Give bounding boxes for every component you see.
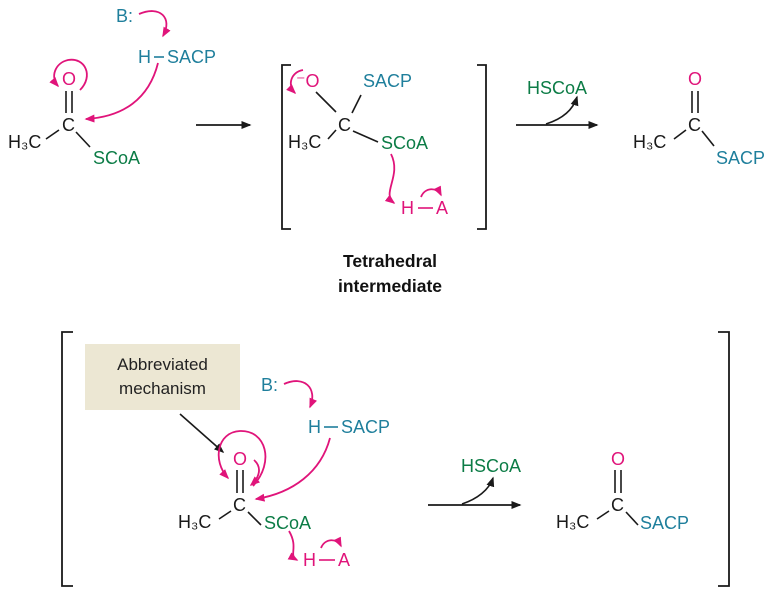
scoa-label-bottom: SCoA xyxy=(264,513,312,533)
h-label-top: H xyxy=(138,47,151,67)
carbonyl-c-bottom: C xyxy=(233,495,246,515)
bond-bot-methyl-c xyxy=(218,510,232,520)
c-label-int: C xyxy=(338,115,351,135)
bracket-left-abbreviated xyxy=(61,331,73,587)
o-minus-label: ⁻O xyxy=(296,71,320,91)
h-label-bottom: H xyxy=(308,417,321,437)
double-bond-prod-bot-co xyxy=(614,470,622,493)
caption-line-2: intermediate xyxy=(337,276,443,296)
curved-arrow-ha-to-a-bottom xyxy=(320,536,342,549)
bond-int-sacp-c xyxy=(351,94,362,114)
prod-bot-c: C xyxy=(611,495,624,515)
base-label-top: B: xyxy=(116,6,134,26)
prod-bot-methyl: H₃C xyxy=(556,512,590,532)
abbreviated-mechanism-note: Abbreviated mechanism xyxy=(85,344,240,410)
bond-int-o-c xyxy=(315,91,337,113)
bond-int-c-scoa xyxy=(352,130,379,143)
prod-bot-o: O xyxy=(611,449,626,469)
methyl-label-bottom: H₃C xyxy=(178,512,212,532)
scoa-label-top: SCoA xyxy=(93,148,141,168)
caption-line-1: Tetrahedral xyxy=(342,251,437,271)
note-line-2: mechanism xyxy=(119,379,206,398)
hscoa-byproduct-top: HSCoA xyxy=(527,78,588,98)
double-bond-bot-co xyxy=(236,470,244,493)
curved-arrow-carbonyl-outer-loop-bottom xyxy=(217,430,267,487)
curved-arrow-o-minus xyxy=(286,69,304,95)
methyl-label-int: H₃C xyxy=(288,132,322,152)
tetrahedral-intermediate-caption: Tetrahedral intermediate xyxy=(300,249,480,299)
bracket-left-intermediate xyxy=(281,64,291,230)
curved-arrow-hsacp-to-c-top xyxy=(84,62,159,123)
sacp-label-bottom: SACP xyxy=(341,417,391,437)
double-bond-prod-top-co xyxy=(691,91,699,113)
carbonyl-c-top: C xyxy=(62,115,75,135)
bond-top-methyl-c xyxy=(45,129,60,140)
ha-h-label-int: H xyxy=(401,198,414,218)
prod-top-o: O xyxy=(688,69,703,89)
ha-h-label-bottom: H xyxy=(303,550,316,570)
methyl-label-top: H₃C xyxy=(8,132,42,152)
bond-bot-c-scoa xyxy=(247,511,262,526)
base-label-bottom: B: xyxy=(261,375,279,395)
curved-arrow-hsacp-to-c-bottom xyxy=(254,437,331,502)
bond-prod-top-c-sacp xyxy=(701,130,715,147)
bond-prod-bot-c-sacp xyxy=(625,511,639,526)
carbonyl-o-bottom: O xyxy=(233,449,248,469)
curved-arrow-carbonyl-inner-loop-bottom xyxy=(249,459,261,486)
prod-top-c: C xyxy=(688,115,701,135)
bond-prod-top-methyl-c xyxy=(673,129,687,140)
carbonyl-o-top: O xyxy=(62,69,77,89)
curved-arrow-scoa-to-ha-bottom xyxy=(287,530,299,561)
note-pointer-arrow xyxy=(179,413,225,453)
leaving-arrow-hscoa-top xyxy=(545,95,579,125)
curved-arrow-base-to-h-top xyxy=(138,10,171,38)
bracket-right-intermediate xyxy=(477,64,487,230)
double-bond-top-co xyxy=(65,91,73,113)
bond-int-methyl-c xyxy=(327,129,337,140)
sacp-label-top: SACP xyxy=(167,47,217,67)
ha-a-label-int: A xyxy=(436,198,449,218)
bond-prod-bot-methyl-c xyxy=(596,510,610,520)
curved-arrow-base-to-h-bottom xyxy=(283,380,317,409)
bond-top-c-scoa xyxy=(75,131,91,148)
note-line-1: Abbreviated xyxy=(117,355,208,374)
curved-arrow-carbonyl-loop-top xyxy=(49,58,88,91)
prod-top-methyl: H₃C xyxy=(633,132,667,152)
prod-bot-sacp: SACP xyxy=(640,513,690,533)
leaving-arrow-hscoa-bottom xyxy=(461,476,495,505)
bracket-right-abbreviated xyxy=(718,331,730,587)
ha-a-label-bottom: A xyxy=(338,550,351,570)
sacp-label-int: SACP xyxy=(363,71,413,91)
scoa-label-int: SCoA xyxy=(381,133,429,153)
prod-top-sacp: SACP xyxy=(716,148,766,168)
curved-arrow-ha-to-a-top xyxy=(420,185,442,198)
curved-arrow-scoa-to-ha xyxy=(384,153,396,204)
hscoa-byproduct-bottom: HSCoA xyxy=(461,456,522,476)
